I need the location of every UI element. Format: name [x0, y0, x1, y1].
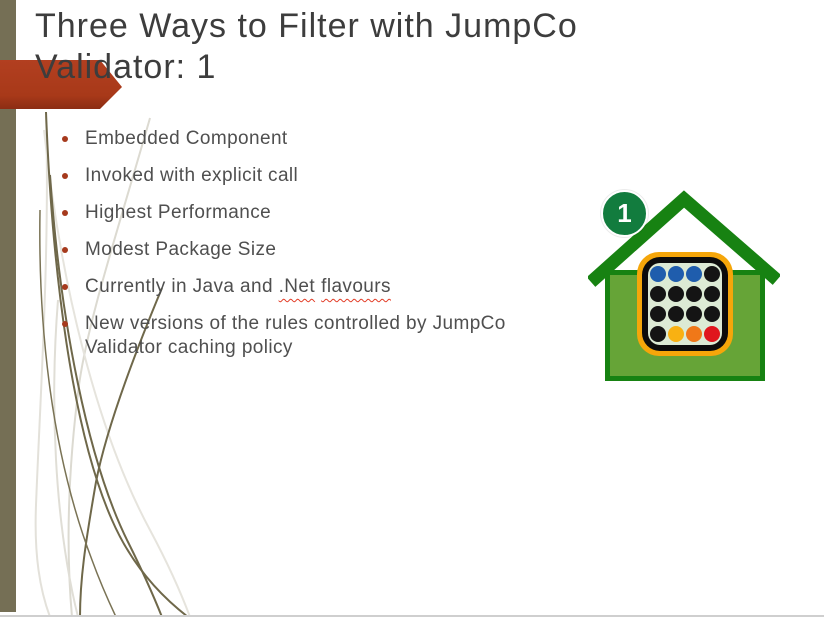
bullet-text: New versions of the rules controlled by …	[85, 313, 506, 358]
grid-dot	[704, 266, 720, 282]
bullet-item: Highest Performance	[62, 201, 574, 225]
house-roof-icon	[588, 190, 780, 287]
underlined-word-flavours[interactable]: flavours	[321, 276, 391, 297]
grid-dot	[668, 266, 684, 282]
grid-dot	[650, 326, 666, 342]
bullet-text-prefix: Currently in Java and	[85, 276, 279, 297]
bullet-text: Modest Package Size	[85, 239, 277, 260]
grid-dot	[650, 286, 666, 302]
slide-title: Three Ways to Filter with JumpCo Validat…	[35, 6, 755, 88]
filter-grid-icon	[637, 252, 733, 356]
bullet-item: New versions of the rules controlled by …	[62, 312, 574, 360]
grid-dot	[686, 266, 702, 282]
grid-dot	[650, 266, 666, 282]
filter-grid-frame	[642, 257, 728, 351]
grid-dot	[686, 306, 702, 322]
slide-bottom-edge	[0, 615, 824, 617]
grid-dot	[704, 306, 720, 322]
grid-dot	[650, 306, 666, 322]
bullet-dot-icon	[62, 136, 68, 142]
bullet-dot-icon	[62, 210, 68, 216]
underlined-word-net[interactable]: .Net	[278, 276, 316, 297]
step-number: 1	[617, 198, 632, 228]
grid-dot	[704, 286, 720, 302]
bullet-dot-icon	[62, 284, 68, 290]
grid-dot	[668, 286, 684, 302]
bullet-text: Embedded Component	[85, 128, 288, 149]
bullet-dot-icon	[62, 321, 68, 327]
grid-dot	[686, 286, 702, 302]
bullet-text: Invoked with explicit call	[85, 165, 299, 186]
grid-dot	[668, 306, 684, 322]
bullet-dot-icon	[62, 247, 68, 253]
house-graphic: 1	[588, 190, 780, 386]
grid-dot	[704, 326, 720, 342]
slide-title-line2: Validator: 1	[35, 48, 217, 86]
left-accent-bar	[0, 0, 16, 612]
bullet-item: Invoked with explicit call	[62, 164, 574, 188]
bullet-list: Embedded Component Invoked with explicit…	[62, 127, 574, 373]
bullet-text: Highest Performance	[85, 202, 272, 223]
grid-dot	[686, 326, 702, 342]
step-number-badge: 1	[601, 190, 648, 237]
bullet-item: Modest Package Size	[62, 238, 574, 262]
slide-title-line1: Three Ways to Filter with JumpCo	[35, 7, 578, 45]
grid-dot	[668, 326, 684, 342]
bullet-dot-icon	[62, 173, 68, 179]
bullet-item: Embedded Component	[62, 127, 574, 151]
dot-grid	[648, 263, 722, 345]
red-arrow-shape	[0, 60, 122, 109]
